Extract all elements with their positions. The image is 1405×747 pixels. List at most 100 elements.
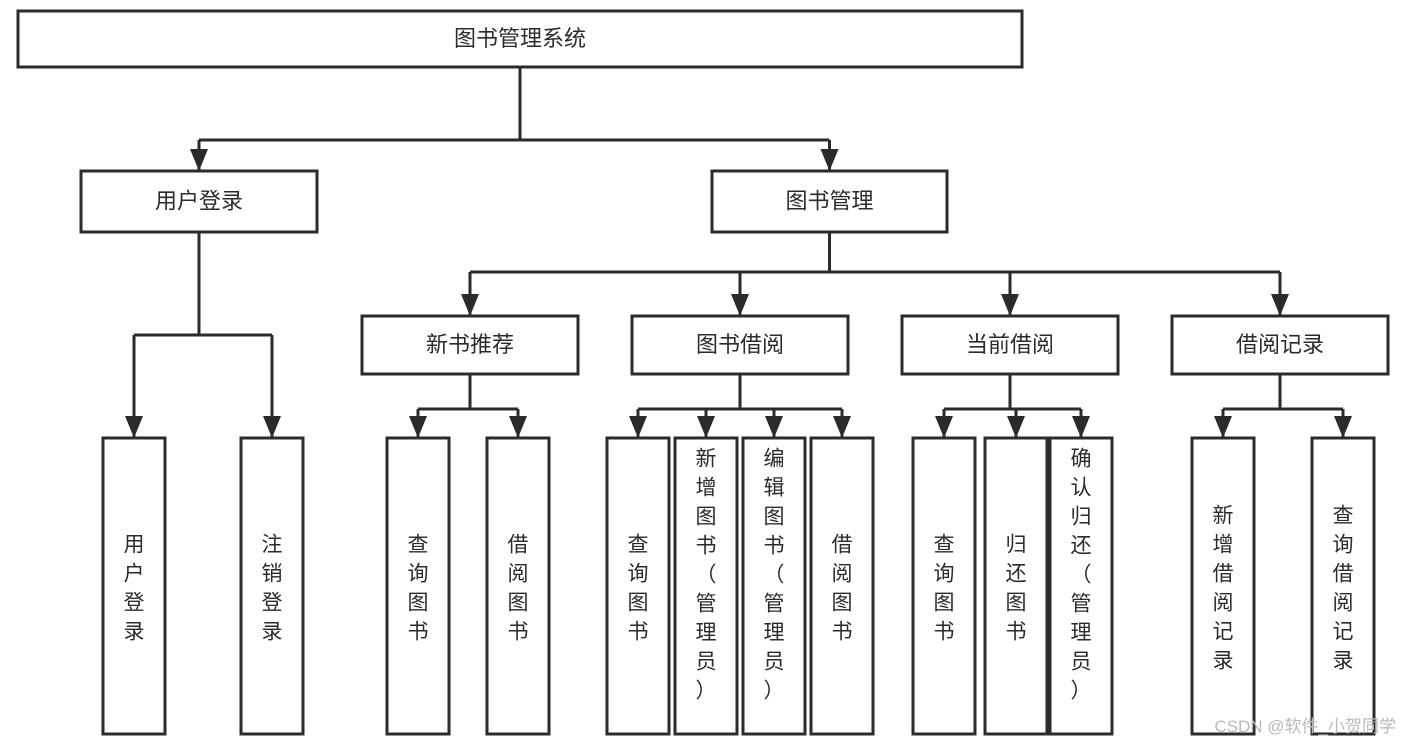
- node-box-root: [16, 9, 1024, 69]
- node-box-leaf-query-book-recommend: [385, 436, 451, 736]
- node-label-char: 注: [262, 534, 283, 557]
- node-label-char: 确: [1071, 448, 1092, 471]
- node-box-new-book-recommend: [360, 314, 580, 376]
- node-box-book-management: [710, 169, 949, 234]
- node-label-char: 图: [408, 592, 429, 615]
- node-label-char: ）: [764, 680, 785, 703]
- node-box-leaf-user-login: [101, 436, 167, 736]
- node-label-char: 员: [1071, 651, 1092, 674]
- node-borrow-record[interactable]: 借阅记录: [1170, 314, 1390, 376]
- node-leaf-user-login[interactable]: 用户登录: [101, 436, 167, 736]
- node-label-char: 阅: [1333, 592, 1354, 615]
- node-label-char: 图: [832, 592, 853, 615]
- arrow-head-icon: [409, 416, 427, 438]
- node-label-char: 用: [124, 534, 145, 557]
- node-label-char: 归: [1006, 534, 1027, 557]
- node-root[interactable]: 图书管理系统: [16, 9, 1024, 69]
- node-label-char: 书: [628, 621, 649, 644]
- node-label-char: 记: [1333, 621, 1354, 644]
- csdn-watermark: CSDN @软件_小贺同学: [1214, 717, 1396, 736]
- node-box-current-borrow: [900, 314, 1120, 376]
- node-box-user-login: [79, 169, 319, 234]
- node-label-char: 增: [696, 477, 717, 500]
- node-label-char: 认: [1071, 477, 1092, 500]
- node-label-char: 书: [508, 621, 529, 644]
- node-label-char: 询: [628, 563, 649, 586]
- node-user-login[interactable]: 用户登录: [79, 169, 319, 234]
- node-label-char: ）: [1071, 680, 1092, 703]
- node-label-new-book-recommend: 新书推荐: [426, 332, 514, 357]
- node-label-char: 增: [1213, 534, 1234, 557]
- node-label-borrow-record: 借阅记录: [1236, 332, 1324, 357]
- node-box-leaf-borrow-book-recommend: [485, 436, 551, 736]
- arrow-head-icon: [1072, 416, 1090, 438]
- node-label-book-borrow: 图书借阅: [696, 332, 784, 357]
- node-label-char: 归: [1071, 506, 1092, 529]
- node-current-borrow[interactable]: 当前借阅: [900, 314, 1120, 376]
- node-label-char: 管: [764, 593, 785, 616]
- node-label-char: 阅: [508, 563, 529, 586]
- node-label-char: 录: [1333, 650, 1354, 673]
- node-label-char: 图: [764, 506, 785, 529]
- node-label-current-borrow: 当前借阅: [966, 332, 1054, 357]
- node-layer: 图书管理系统用户登录图书管理新书推荐图书借阅当前借阅借阅记录用户登录注销登录查询…: [16, 9, 1390, 736]
- node-book-borrow[interactable]: 图书借阅: [630, 314, 850, 376]
- arrow-head-icon: [765, 416, 783, 438]
- node-label-char: 还: [1006, 563, 1027, 586]
- node-box-leaf-query-borrow-record: [1310, 436, 1376, 736]
- node-label-char: 新: [696, 448, 717, 471]
- node-label-char: 借: [1213, 563, 1234, 586]
- node-label-char: 借: [832, 534, 853, 557]
- node-label-char: 录: [124, 621, 145, 644]
- node-label-char: 还: [1071, 535, 1092, 558]
- arrow-head-icon: [1001, 294, 1019, 316]
- node-label-char: 记: [1213, 621, 1234, 644]
- node-label-char: 阅: [1213, 592, 1234, 615]
- arrow-head-icon: [125, 416, 143, 438]
- arrow-head-icon: [820, 149, 839, 171]
- node-book-management[interactable]: 图书管理: [710, 169, 949, 234]
- node-box-leaf-logout: [239, 436, 305, 736]
- node-label-char: 借: [508, 534, 529, 557]
- node-label-char: 管: [696, 593, 717, 616]
- node-label-char: 书: [696, 535, 717, 558]
- node-new-book-recommend[interactable]: 新书推荐: [360, 314, 580, 376]
- node-label-char: 录: [1213, 650, 1234, 673]
- node-label-char: 图: [1006, 592, 1027, 615]
- arrow-head-icon: [461, 294, 479, 316]
- node-box-leaf-edit-book-admin: [741, 436, 807, 736]
- node-label-char: 书: [934, 621, 955, 644]
- arrow-head-icon: [263, 416, 281, 438]
- arrow-head-icon: [190, 149, 208, 171]
- node-label-char: ）: [696, 680, 717, 703]
- node-label-char: 辑: [764, 477, 785, 500]
- arrow-head-icon: [1271, 294, 1289, 316]
- arrow-head-icon: [697, 416, 715, 438]
- node-label-char: 书: [408, 621, 429, 644]
- node-label-char: 查: [628, 534, 649, 557]
- arrow-head-icon: [629, 416, 647, 438]
- node-label-char: 户: [124, 563, 145, 586]
- node-label-char: （: [764, 564, 785, 587]
- node-label-char: 员: [696, 651, 717, 674]
- node-label-char: 销: [262, 563, 283, 586]
- node-label-char: 图: [934, 592, 955, 615]
- node-label-char: 书: [1006, 621, 1027, 644]
- node-label-char: 查: [934, 534, 955, 557]
- node-label-char: 图: [508, 592, 529, 615]
- connector-layer: [125, 67, 1352, 438]
- node-label-char: 书: [764, 535, 785, 558]
